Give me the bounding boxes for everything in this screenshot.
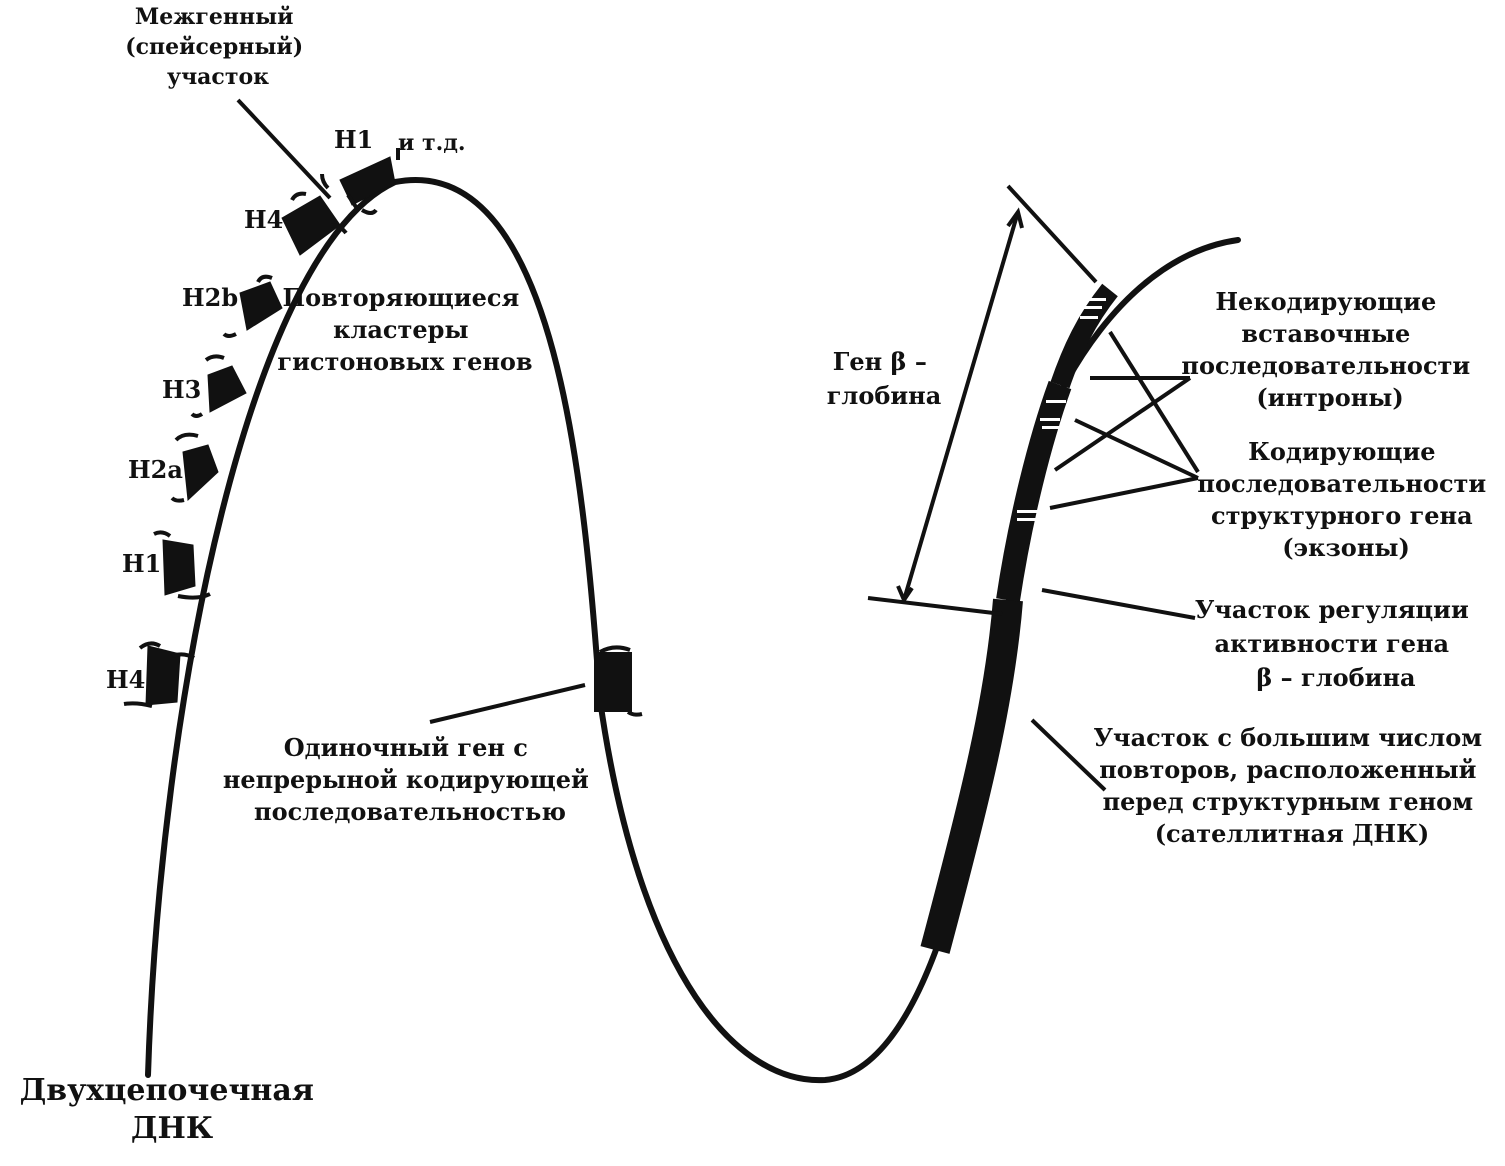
dna-strand xyxy=(145,176,1241,1084)
label-h2a: H2a xyxy=(128,455,183,484)
label-h1-top: H1 xyxy=(334,125,373,154)
gene-block-h3 xyxy=(207,365,247,413)
gene-block-h4-top xyxy=(281,195,341,256)
label-h2b: H2b xyxy=(182,283,238,312)
label-h4-top: H4 xyxy=(244,205,283,234)
label-introns: Некодирующие вставочные последовательнос… xyxy=(1181,287,1478,412)
single-gene-block xyxy=(594,645,643,717)
label-histone-clusters: Повторяющиеся кластеры гистоновых генов xyxy=(277,283,532,376)
label-satellite-dna: Участок с большим числом повторов, распо… xyxy=(1094,723,1491,848)
exon-marks xyxy=(1017,298,1106,521)
label-double-stranded-dna: Двухцепочечная ДНК xyxy=(20,1073,325,1146)
label-h4: H4 xyxy=(106,665,145,694)
label-h1: H1 xyxy=(122,549,161,578)
pointer-lines xyxy=(236,98,1200,792)
label-beta-globin-gene: Ген β – глобина xyxy=(827,347,942,410)
histone-gene-blocks xyxy=(123,148,400,708)
gene-block-h2a xyxy=(182,444,219,502)
label-single-gene: Одиночный ген с непрерыной кодирующей по… xyxy=(223,733,597,826)
gene-block-h4 xyxy=(145,645,181,706)
label-regulation: Участок регуляции активности гена β – гл… xyxy=(1195,595,1477,692)
beta-globin-region xyxy=(920,283,1118,954)
gene-block-h2b xyxy=(239,281,283,331)
label-exons: Кодирующие последовательности структурно… xyxy=(1197,437,1494,562)
label-spacer-region: Межгенный (спейсерный) участок xyxy=(125,4,311,90)
label-etc: и т.д. xyxy=(398,130,466,156)
label-h3: H3 xyxy=(162,375,201,404)
gene-block-h1 xyxy=(162,539,196,596)
